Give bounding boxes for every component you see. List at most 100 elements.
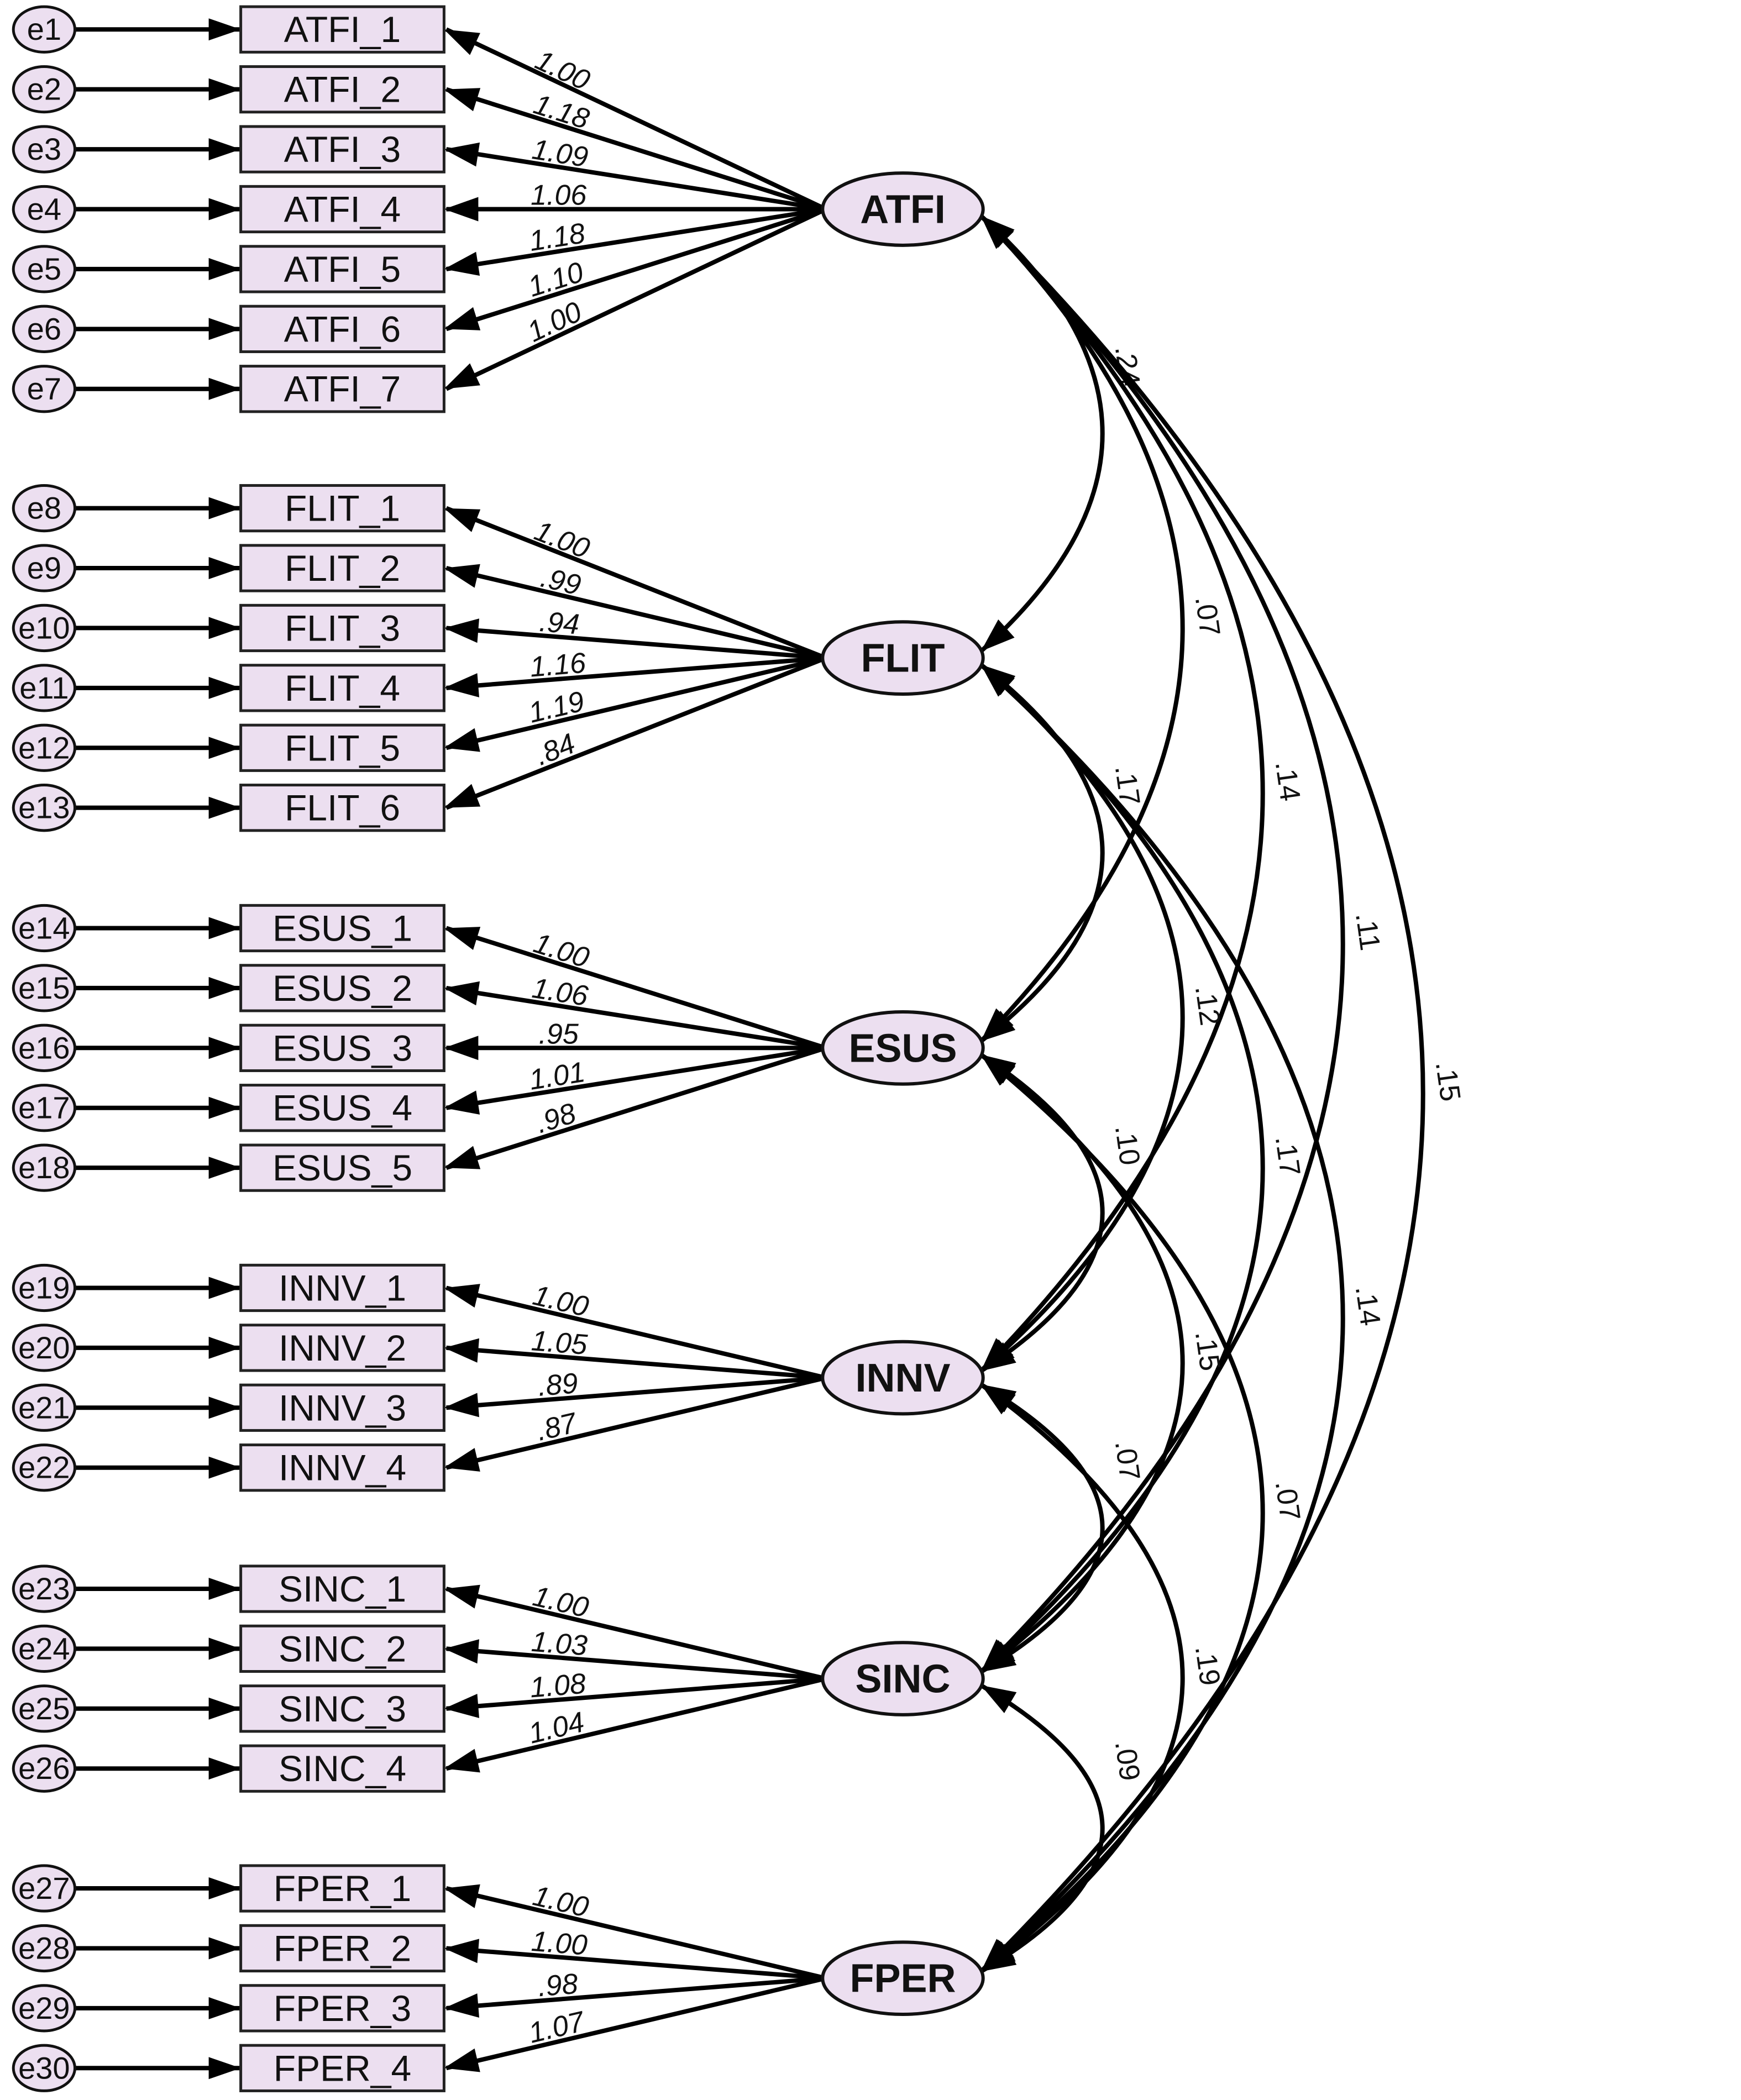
loading-path-innv-4	[445, 1376, 827, 1470]
loading-arrowhead-esus-1	[444, 927, 481, 950]
error-arrowhead-esus-5	[208, 1157, 241, 1179]
loading-label-flit-4: 1.16	[529, 647, 588, 684]
loading-arrowhead-atfi-5	[444, 251, 480, 276]
error-node-e26	[12, 1744, 77, 1793]
loading-path-atfi-7	[445, 207, 827, 391]
covariance-flit-innv-arc	[979, 663, 1185, 1373]
error-node-e5	[12, 245, 77, 293]
covariance-esus-innv-arrowhead-end	[980, 1342, 1016, 1372]
indicator-box-atfi-5	[239, 245, 445, 293]
error-arrowhead-fper-4	[208, 2057, 241, 2080]
error-node-e10	[12, 603, 77, 653]
loading-arrowhead-esus-5	[444, 1146, 481, 1169]
indicator-label-flit-1: FLIT_1	[285, 488, 400, 529]
error-label-e25: e25	[18, 1691, 70, 1726]
error-node-e28	[12, 1924, 77, 1973]
loading-path-esus-1	[445, 926, 827, 1051]
error-arrowhead-innv-1	[208, 1277, 241, 1299]
loading-arrowhead-sinc-1	[444, 1584, 480, 1609]
loading-arrowhead-flit-3	[444, 618, 479, 643]
error-arrowhead-fper-3	[208, 1997, 241, 2019]
error-arrowhead-atfi-7	[208, 377, 241, 400]
covariance-sinc-fper-arrowhead-end	[980, 1944, 1017, 1972]
loading-arrowhead-flit-1	[444, 508, 481, 532]
indicator-box-atfi-2	[239, 65, 445, 114]
error-label-e18: e18	[18, 1150, 70, 1185]
indicator-box-esus-3	[239, 1023, 445, 1072]
loading-arrowhead-atfi-2	[444, 88, 481, 112]
loading-arrowhead-flit-2	[444, 564, 480, 588]
loading-label-atfi-4: 1.06	[531, 180, 586, 212]
covariance-innv-sinc-label: .07	[1109, 1439, 1146, 1483]
error-node-e1	[12, 5, 77, 54]
error-arrowhead-flit-4	[208, 676, 241, 699]
error-arrowhead-atfi-5	[208, 258, 241, 280]
covariance-esus-innv-label: .10	[1109, 1124, 1146, 1168]
indicator-label-esus-1: ESUS_1	[272, 907, 412, 948]
latent-node-fper	[821, 1940, 985, 2017]
covariance-atfi-sinc-arc	[979, 214, 1345, 1674]
indicator-box-esus-4	[239, 1084, 445, 1132]
error-label-e10: e10	[18, 610, 70, 645]
indicator-box-atfi-7	[239, 365, 445, 413]
error-label-e27: e27	[18, 1871, 70, 1905]
error-arrowhead-atfi-6	[208, 318, 241, 340]
loading-arrowhead-fper-1	[444, 1884, 480, 1908]
loading-path-esus-2	[445, 985, 826, 1051]
error-node-e9	[12, 544, 77, 592]
error-node-e13	[12, 784, 77, 832]
indicator-label-atfi-1: ATFI_1	[284, 9, 401, 50]
error-node-e2	[12, 65, 77, 114]
loading-arrowhead-atfi-3	[444, 142, 480, 167]
error-label-e24: e24	[18, 1631, 70, 1666]
loading-arrowhead-fper-4	[444, 2048, 480, 2072]
loading-arrowhead-innv-2	[444, 1338, 479, 1363]
covariance-atfi-esus-arc	[979, 214, 1185, 1043]
loading-path-atfi-1	[445, 27, 827, 212]
loading-arrowhead-flit-4	[444, 673, 479, 697]
error-label-e29: e29	[18, 1991, 70, 2025]
loading-label-fper-3: .98	[537, 1968, 579, 2003]
error-arrowhead-innv-4	[208, 1456, 241, 1479]
loading-path-sinc-2	[446, 1646, 826, 1681]
indicator-box-innv-2	[239, 1324, 445, 1372]
latent-node-atfi	[821, 171, 985, 247]
loading-label-flit-3: .94	[538, 606, 581, 641]
error-label-e23: e23	[18, 1571, 70, 1606]
covariance-sinc-fper-arc	[979, 1683, 1105, 1974]
error-label-e4: e4	[27, 191, 61, 226]
error-label-e5: e5	[27, 251, 61, 286]
error-label-e21: e21	[18, 1390, 70, 1425]
indicator-box-sinc-2	[239, 1624, 445, 1673]
loading-arrowhead-innv-1	[444, 1284, 480, 1308]
indicator-label-flit-6: FLIT_6	[285, 788, 400, 828]
error-label-e7: e7	[27, 371, 61, 406]
latent-node-flit	[821, 620, 985, 696]
loading-path-esus-4	[445, 1046, 826, 1110]
latent-node-esus	[821, 1010, 985, 1086]
error-arrowhead-innv-3	[208, 1397, 241, 1419]
indicator-box-sinc-3	[239, 1684, 445, 1733]
loading-label-fper-2: 1.00	[530, 1925, 589, 1962]
loading-path-flit-3	[446, 626, 826, 660]
indicator-box-flit-5	[239, 723, 445, 772]
loading-path-fper-3	[446, 1976, 826, 2010]
loading-arrowhead-atfi-1	[444, 29, 480, 55]
indicator-label-flit-2: FLIT_2	[285, 548, 400, 589]
indicator-label-atfi-2: ATFI_2	[284, 69, 401, 110]
loading-arrowhead-sinc-4	[444, 1749, 480, 1773]
error-label-e11: e11	[19, 670, 69, 705]
covariance-atfi-sinc-label: .11	[1349, 911, 1386, 953]
indicator-label-innv-4: INNV_4	[279, 1447, 406, 1488]
loading-path-flit-1	[445, 506, 827, 660]
latent-label-fper: FPER	[849, 1957, 956, 2001]
indicator-box-innv-1	[239, 1263, 445, 1313]
loading-arrowhead-esus-4	[444, 1090, 480, 1115]
error-node-e24	[12, 1624, 77, 1673]
loading-arrowhead-sinc-2	[444, 1639, 479, 1664]
indicator-label-fper-3: FPER_3	[274, 1988, 411, 2029]
covariance-innv-sinc-arrowhead-end	[980, 1644, 1017, 1672]
indicator-box-atfi-6	[239, 305, 445, 353]
latent-label-innv: INNV	[855, 1356, 950, 1400]
